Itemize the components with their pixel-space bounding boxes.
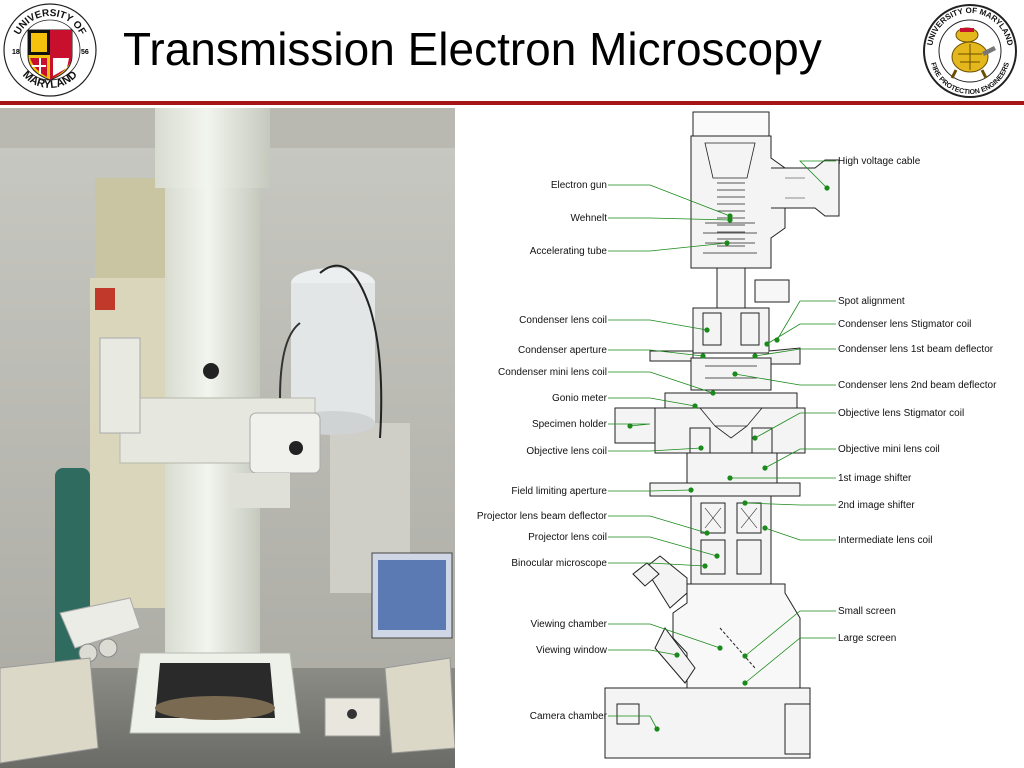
- leader-line: [608, 447, 702, 452]
- leader-line: [608, 242, 728, 252]
- label-camera-chamber: Camera chamber: [530, 711, 608, 722]
- leader-line: [608, 489, 692, 492]
- leader-line: [764, 527, 836, 541]
- leader-line: [608, 515, 708, 534]
- leader-dot: [732, 371, 738, 377]
- label-1st-image-shifter: 1st image shifter: [838, 473, 912, 484]
- leader-dot: [700, 353, 706, 359]
- label-binocular-microscope: Binocular microscope: [511, 558, 607, 569]
- label-large-screen: Large screen: [838, 633, 896, 644]
- label-projector-lens-coil: Projector lens coil: [528, 532, 607, 543]
- leader-dot: [702, 563, 708, 569]
- leader-dot: [627, 423, 633, 429]
- label-condenser-aperture: Condenser aperture: [518, 345, 607, 356]
- leader-dot: [724, 240, 730, 246]
- leader-line: [608, 371, 714, 394]
- label-accelerating-tube: Accelerating tube: [530, 246, 608, 257]
- leader-line: [744, 610, 836, 657]
- leader-line: [799, 160, 836, 189]
- slide-header: UNIVERSITY OF MARYLAND 18 56 Transmissio…: [0, 0, 1024, 105]
- leader-line: [744, 637, 836, 684]
- label-condenser-lens-2nd-beam-deflector: Condenser lens 2nd beam deflector: [838, 380, 997, 391]
- leader-line: [766, 323, 836, 345]
- leader-dot: [704, 327, 710, 333]
- leader-dot: [692, 403, 698, 409]
- tem-column-drawing: [604, 111, 840, 759]
- leader-dot: [727, 475, 733, 481]
- leader-line: [608, 184, 731, 217]
- leader-dot: [717, 645, 723, 651]
- leader-line: [608, 397, 696, 407]
- label-condenser-lens-1st-beam-deflector: Condenser lens 1st beam deflector: [838, 344, 994, 355]
- leader-dot: [714, 553, 720, 559]
- label-wehnelt: Wehnelt: [570, 213, 607, 224]
- label-gonio-meter: Gonio meter: [552, 393, 608, 404]
- leader-line: [764, 448, 836, 469]
- label-projector-lens-beam-deflector: Projector lens beam deflector: [477, 511, 608, 522]
- leader-line: [754, 412, 836, 439]
- leader-dot: [742, 680, 748, 686]
- label-electron-gun: Electron gun: [551, 180, 607, 191]
- label-viewing-chamber: Viewing chamber: [530, 619, 607, 630]
- leader-lines: [608, 160, 836, 732]
- leader-dot: [674, 652, 680, 658]
- label-specimen-holder: Specimen holder: [532, 419, 608, 430]
- leader-line: [608, 536, 718, 557]
- label-spot-alignment: Spot alignment: [838, 296, 905, 307]
- leader-line: [608, 623, 721, 649]
- seal-year-left: 18: [12, 49, 20, 56]
- label-2nd-image-shifter: 2nd image shifter: [838, 500, 915, 511]
- label-intermediate-lens-coil: Intermediate lens coil: [838, 535, 933, 546]
- terrapin-firefighter-icon: [950, 27, 996, 79]
- seal-year-right: 56: [81, 49, 89, 56]
- tem-instrument-photo: [0, 108, 455, 768]
- leader-dot: [762, 465, 768, 471]
- leader-line: [608, 715, 658, 730]
- leader-dot: [824, 185, 830, 191]
- label-objective-lens-coil: Objective lens coil: [526, 446, 607, 457]
- leader-dot: [698, 445, 704, 451]
- label-objective-lens-stigmator-coil: Objective lens Stigmator coil: [838, 408, 964, 419]
- leader-line: [744, 502, 836, 506]
- slide-title: Transmission Electron Microscopy: [123, 23, 822, 75]
- label-condenser-lens-coil: Condenser lens coil: [519, 315, 607, 326]
- fpe-logo: UNIVERSITY OF MARYLAND FIRE PROTECTION E…: [923, 4, 1017, 98]
- leader-line: [608, 562, 706, 567]
- leader-dot: [727, 217, 733, 223]
- leader-dot: [727, 213, 733, 219]
- label-objective-mini-lens-coil: Objective mini lens coil: [838, 444, 940, 455]
- leader-line: [754, 348, 836, 357]
- header-divider: [0, 101, 1024, 105]
- leader-dot: [710, 390, 716, 396]
- leader-dot: [762, 525, 768, 531]
- leader-dot: [688, 487, 694, 493]
- label-condenser-lens-stigmator-coil: Condenser lens Stigmator coil: [838, 319, 971, 330]
- leader-line: [608, 319, 708, 331]
- leader-dot: [764, 341, 770, 347]
- leader-line: [734, 373, 836, 386]
- label-field-limiting-aperture: Field limiting aperture: [511, 486, 607, 497]
- label-high-voltage-cable: High voltage cable: [838, 156, 921, 167]
- leader-dot: [654, 726, 660, 732]
- leader-dot: [742, 653, 748, 659]
- umd-seal-logo: UNIVERSITY OF MARYLAND 18 56: [3, 3, 97, 97]
- leader-line: [608, 349, 704, 357]
- leader-line: [776, 300, 836, 341]
- leader-dot: [752, 353, 758, 359]
- leader-line: [608, 217, 731, 221]
- label-condenser-mini-lens-coil: Condenser mini lens coil: [498, 367, 607, 378]
- leader-dot: [752, 435, 758, 441]
- leader-dot: [742, 500, 748, 506]
- leader-line: [608, 649, 678, 656]
- leader-dot: [704, 530, 710, 536]
- label-small-screen: Small screen: [838, 606, 896, 617]
- leader-line: [608, 423, 651, 427]
- label-viewing-window: Viewing window: [536, 645, 608, 656]
